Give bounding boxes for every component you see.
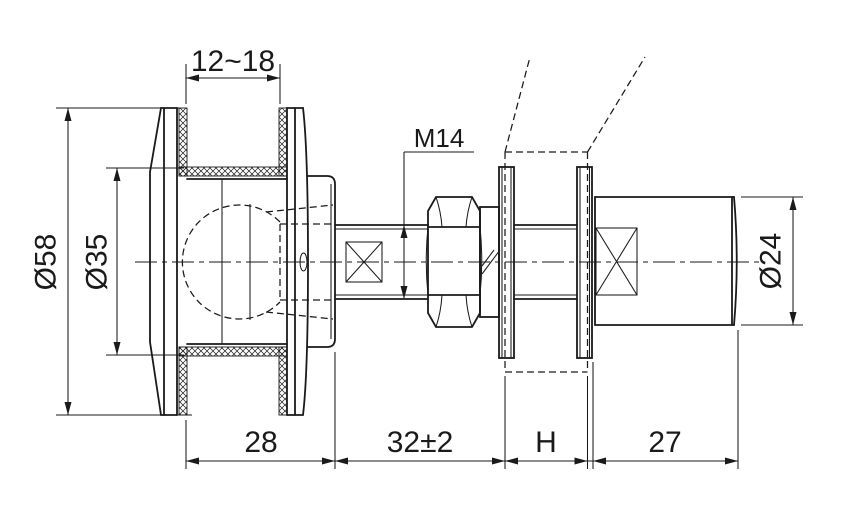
clamp-head-assembly xyxy=(149,107,336,416)
stud-section-marker xyxy=(345,241,383,283)
hidden-ball-socket xyxy=(181,204,334,320)
threaded-stud xyxy=(334,224,578,300)
cap-disc-right xyxy=(286,107,309,416)
dim-slot-width: 12~18 xyxy=(185,45,281,104)
front-gasket-washer xyxy=(498,166,515,359)
slot-gasket-strips xyxy=(178,107,288,416)
back-gasket-washer xyxy=(576,166,593,359)
dim-label-stud-length: 32±2 xyxy=(387,426,454,459)
dim-body-diameter: Ø24 xyxy=(741,196,803,326)
core-cylinder xyxy=(186,178,288,345)
dim-label-socket-diameter: Ø35 xyxy=(81,234,114,291)
dim-socket-diameter: Ø35 xyxy=(81,167,184,356)
dim-label-cap-diameter: Ø58 xyxy=(30,234,63,291)
dim-chain-bottom: 28 32±2 H 27 xyxy=(185,330,739,469)
dim-label-body-diameter: Ø24 xyxy=(755,233,788,290)
body-section-marker xyxy=(595,227,638,296)
glass-panel-hidden xyxy=(504,56,646,373)
dim-label-body-length: 27 xyxy=(648,426,681,459)
rear-body-cylinder xyxy=(594,196,738,326)
dim-label-thread: M14 xyxy=(414,123,465,153)
rear-flange xyxy=(307,175,336,348)
dim-cap-diameter: Ø58 xyxy=(30,107,192,416)
dim-thread-callout: M14 xyxy=(400,123,474,299)
dim-label-slot-width: 12~18 xyxy=(191,45,275,78)
dim-label-glass-thickness: H xyxy=(535,426,557,459)
centerline-axis xyxy=(135,204,762,320)
dim-label-cap-depth: 28 xyxy=(244,426,277,459)
